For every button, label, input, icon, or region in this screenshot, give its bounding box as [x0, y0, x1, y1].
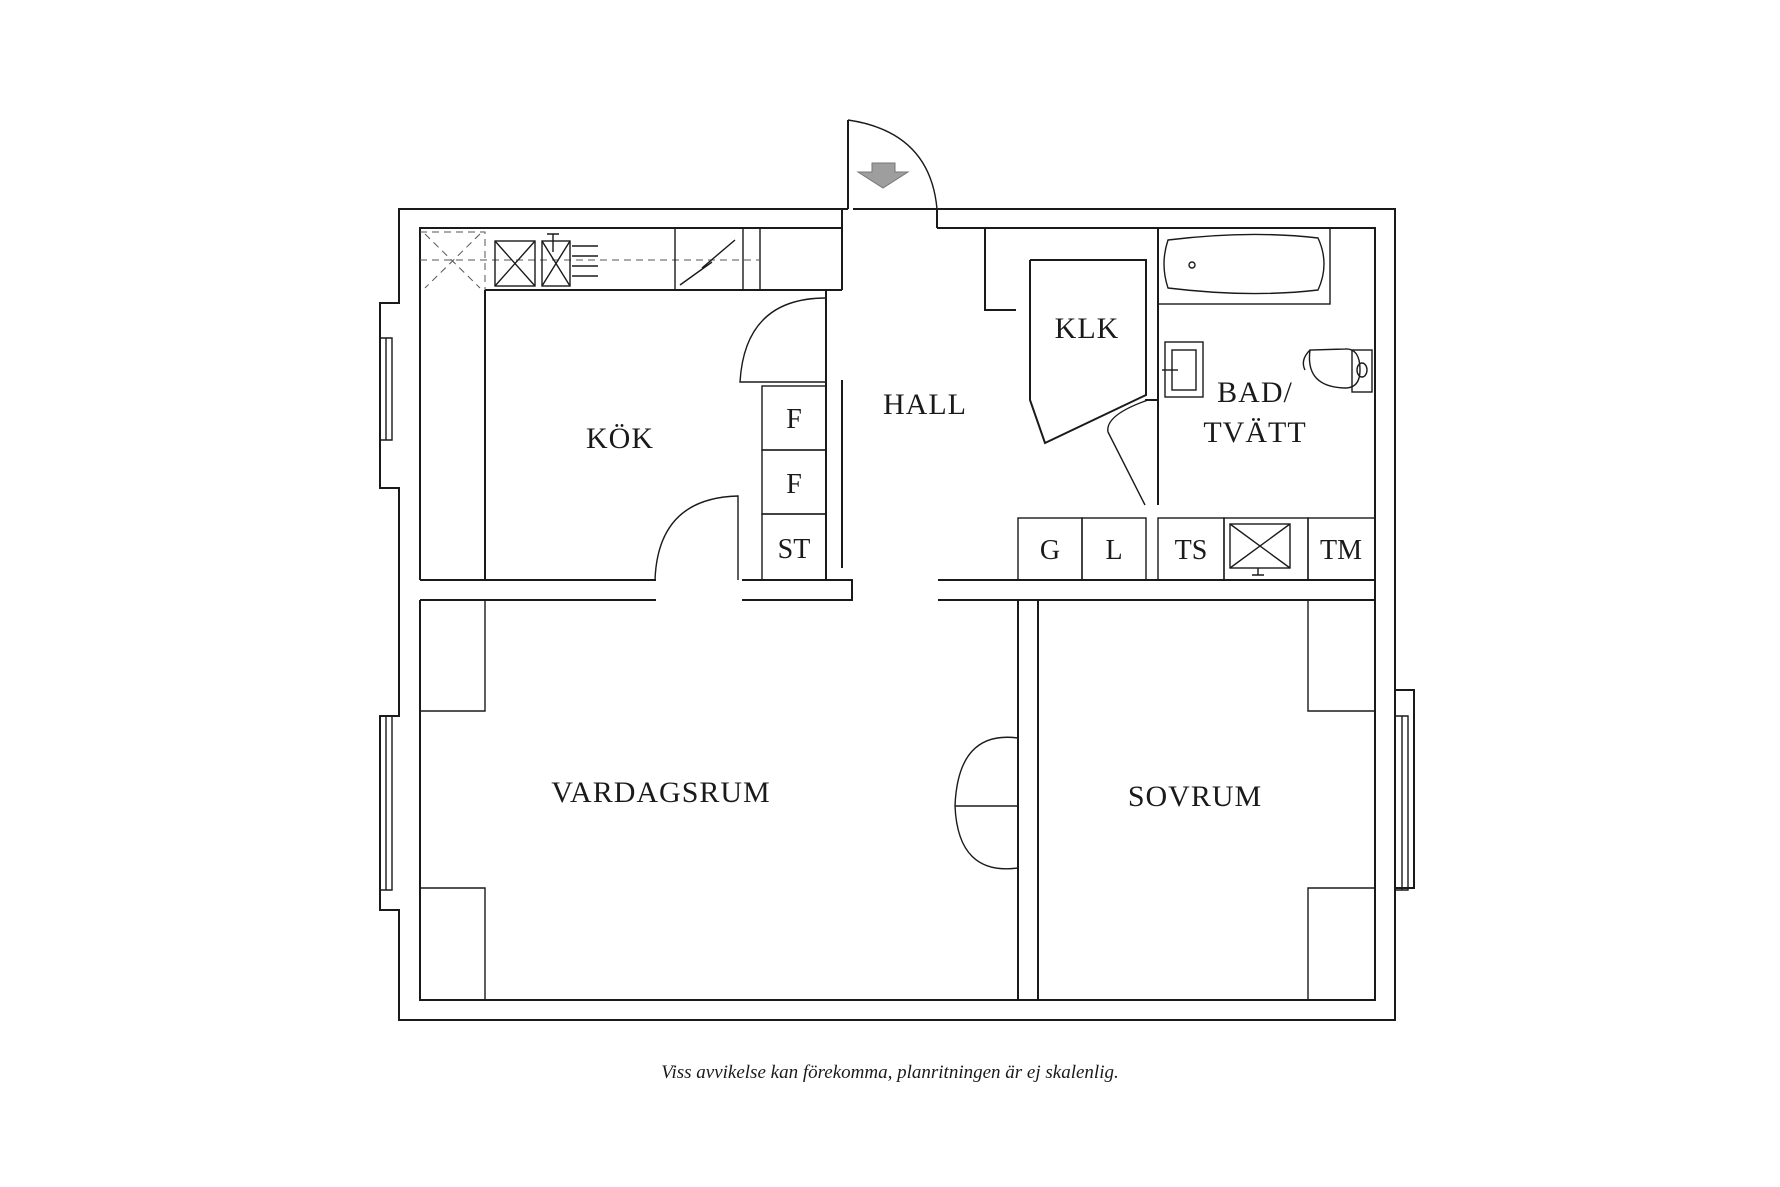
wardrobes — [1017, 517, 1376, 581]
room-label-kok: KÖK — [586, 422, 654, 455]
fixture-label-ts: TS — [1175, 535, 1208, 566]
hall-cabinets — [761, 385, 827, 581]
dishwasher-icon — [572, 245, 598, 277]
room-label-klk: KLK — [1055, 312, 1120, 345]
sink-icon — [494, 233, 571, 287]
fixture-label-f1: F — [786, 404, 802, 435]
room-label-bad: BAD/ — [1217, 376, 1293, 409]
room-label-sovrum: SOVRUM — [1128, 780, 1262, 813]
room-label-tvatt: TVÄTT — [1203, 416, 1306, 449]
fixture-label-st: ST — [778, 534, 811, 565]
kitchen-counter — [420, 227, 761, 291]
kitchen-door-bottom[interactable] — [654, 495, 739, 581]
outer-walls — [379, 208, 1415, 1021]
toilet-icon — [1302, 348, 1373, 393]
window-recesses — [420, 599, 1376, 1001]
entrance-door[interactable] — [841, 119, 938, 228]
fixture-label-tm: TM — [1320, 535, 1362, 566]
room-label-hall: HALL — [883, 388, 967, 421]
fixture-label-f2: F — [786, 469, 802, 500]
bathtub-icon — [1157, 227, 1331, 305]
shower-icon — [1223, 517, 1309, 581]
kitchen-door-top[interactable] — [739, 297, 827, 383]
living-bedroom-double-door[interactable] — [954, 736, 1019, 870]
fixture-label-g: G — [1040, 535, 1060, 566]
washbasin-icon — [1162, 341, 1204, 398]
disclaimer-text: Viss avvikelse kan förekomma, planritnin… — [661, 1062, 1119, 1083]
entry-arrow-icon — [856, 162, 910, 189]
fixture-label-l: L — [1105, 535, 1122, 566]
fridge-icon — [674, 227, 744, 291]
stove-icon — [420, 231, 486, 290]
interior-walls — [420, 228, 1375, 1000]
room-label-vardagsrum: VARDAGSRUM — [551, 776, 771, 809]
